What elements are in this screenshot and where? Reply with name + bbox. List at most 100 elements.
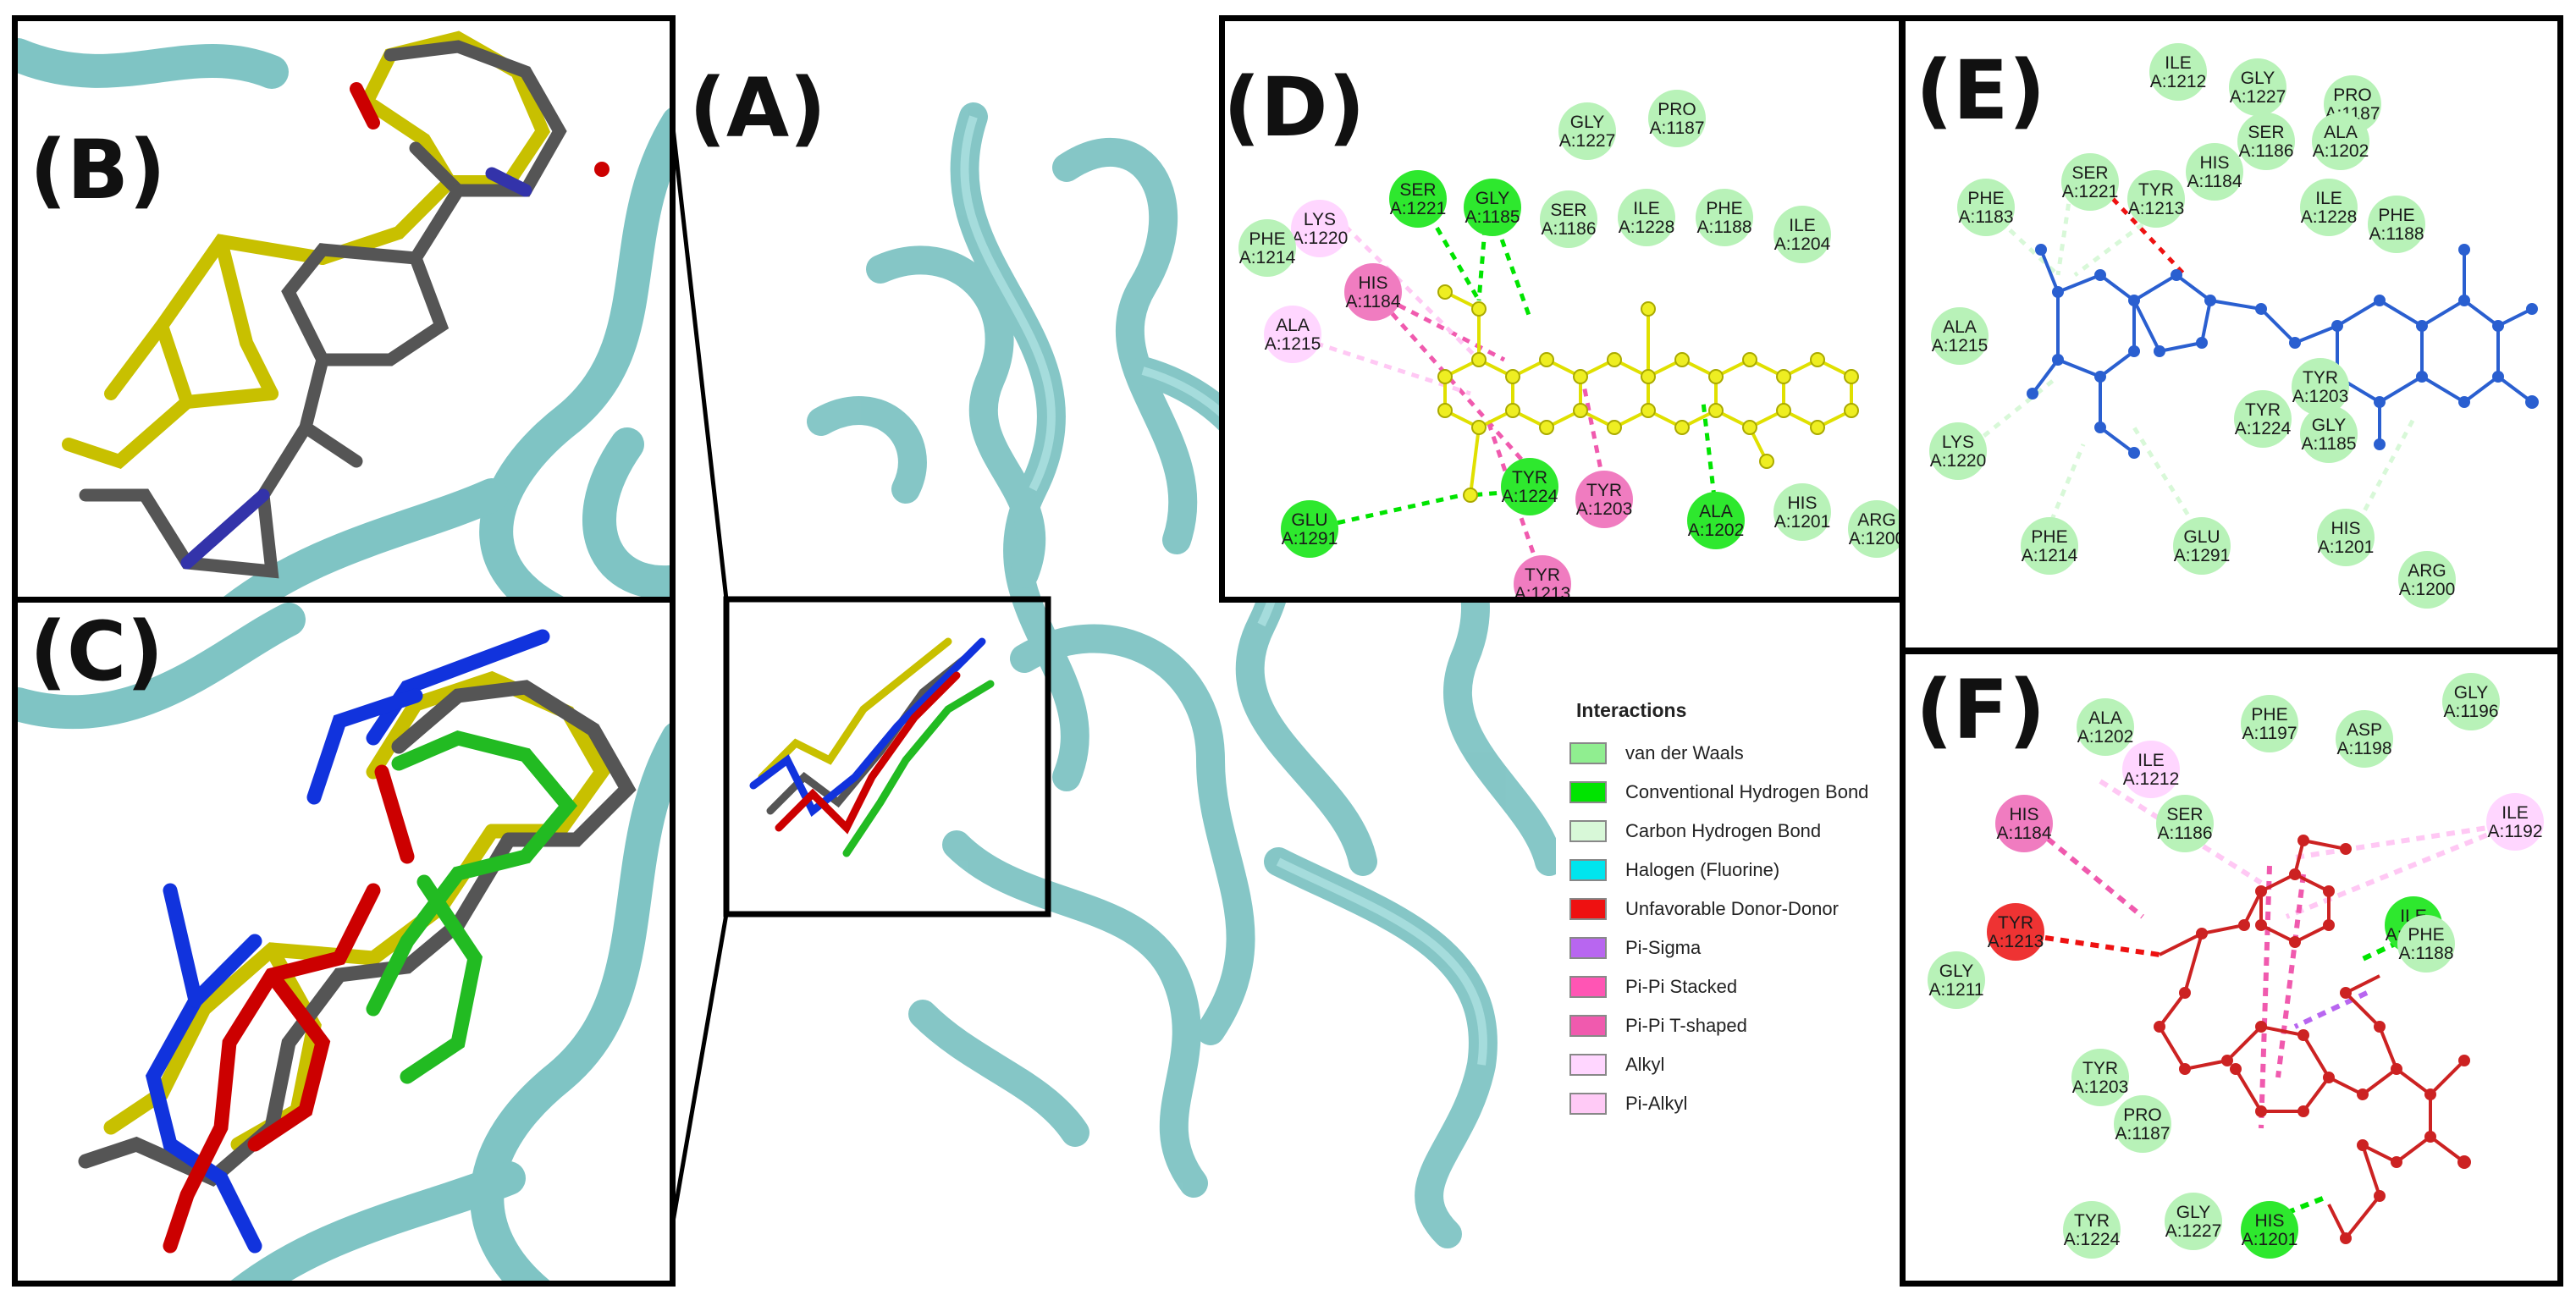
residue-his-1201 bbox=[1773, 483, 1831, 541]
residue-pro-1187 bbox=[1648, 90, 1706, 147]
residue-number: A:1198 bbox=[2337, 739, 2392, 758]
residue-name: ILE bbox=[2165, 53, 2192, 73]
residue-number: A:1188 bbox=[2369, 224, 2424, 244]
residue-name: ALA bbox=[2324, 123, 2358, 142]
panel-c-label: (C) bbox=[30, 604, 164, 699]
residue-ala-1215 bbox=[1264, 306, 1321, 363]
residue-name: HIS bbox=[2331, 519, 2360, 538]
residue-number: A:1184 bbox=[2187, 172, 2242, 191]
residue-name: SER bbox=[1550, 201, 1586, 220]
residue-asp-1198 bbox=[2336, 710, 2393, 768]
legend-swatch bbox=[1569, 937, 1607, 959]
residue-number: A:1183 bbox=[1959, 207, 2014, 227]
residue-name: GLY bbox=[2176, 1203, 2210, 1222]
legend-label: Pi-Alkyl bbox=[1625, 1093, 1688, 1114]
ligand-overlay-b bbox=[18, 30, 670, 597]
legend-swatch bbox=[1569, 1015, 1607, 1037]
residue-name: ILE bbox=[1789, 216, 1816, 235]
residue-name: ARG bbox=[2408, 561, 2446, 581]
legend-item: Pi-Pi T-shaped bbox=[1569, 1014, 1747, 1038]
residue-number: A:1184 bbox=[1997, 824, 2052, 843]
legend-swatch bbox=[1569, 1054, 1607, 1076]
residue-number: A:1215 bbox=[1932, 336, 1989, 355]
residue-tyr-1213 bbox=[2127, 170, 2185, 228]
residue-his-1201 bbox=[2241, 1201, 2298, 1259]
residue-number: A:1200 bbox=[2399, 580, 2456, 599]
legend-label: van der Waals bbox=[1625, 742, 1744, 763]
residue-number: A:1220 bbox=[1930, 451, 1987, 471]
residue-name: GLY bbox=[1570, 113, 1604, 132]
panel-a-protein-structure: (A) bbox=[669, 15, 1579, 1295]
residue-name: GLU bbox=[2183, 527, 2220, 547]
residue-ala-1202 bbox=[1687, 492, 1745, 549]
residue-name: TYR bbox=[2074, 1211, 2110, 1231]
residue-ile-1212 bbox=[2122, 741, 2180, 798]
legend-item: Conventional Hydrogen Bond bbox=[1569, 780, 1868, 804]
residue-phe-1214 bbox=[2021, 517, 2078, 575]
residue-number: A:1224 bbox=[1502, 487, 1558, 506]
legend-swatch bbox=[1569, 859, 1607, 881]
binding-site-zoom-box bbox=[723, 596, 1051, 918]
residue-gly-1227 bbox=[2165, 1193, 2222, 1250]
residue-ser-1221 bbox=[1389, 170, 1447, 228]
legend-title: Interactions bbox=[1576, 699, 1687, 721]
residue-name: TYR bbox=[2138, 180, 2174, 200]
residue-phe-1188 bbox=[1696, 189, 1753, 246]
residue-name: PHE bbox=[2251, 705, 2287, 725]
legend-label: Unfavorable Donor-Donor bbox=[1625, 898, 1839, 919]
residue-name: TYR bbox=[2303, 368, 2338, 388]
residue-number: A:1291 bbox=[1282, 529, 1338, 548]
ligand-f-atoms bbox=[2154, 835, 2471, 1244]
residue-number: A:1204 bbox=[1774, 234, 1831, 254]
residue-name: TYR bbox=[1586, 481, 1622, 500]
residue-number: A:1214 bbox=[1239, 248, 1296, 267]
legend-item: Halogen (Fluorine) bbox=[1569, 858, 1779, 882]
residue-his-1201 bbox=[2317, 509, 2375, 566]
residue-name: GLY bbox=[1939, 962, 1973, 981]
residue-tyr-1203 bbox=[2292, 358, 2349, 416]
residue-number: A:1215 bbox=[1265, 334, 1321, 354]
residue-tyr-1224 bbox=[2234, 390, 2292, 448]
panel-b-label: (B) bbox=[30, 123, 166, 218]
residue-glu-1291 bbox=[2173, 517, 2231, 575]
residue-phe-1188 bbox=[2368, 196, 2425, 253]
residue-number: A:1200 bbox=[1849, 529, 1905, 548]
residue-number: A:1212 bbox=[2150, 72, 2207, 91]
residue-lys-1220 bbox=[1929, 422, 1987, 480]
residue-number: A:1224 bbox=[2064, 1230, 2121, 1249]
residue-name: LYS bbox=[1942, 433, 1974, 452]
residue-name: ILE bbox=[2315, 189, 2342, 208]
residue-name: GLY bbox=[2454, 683, 2488, 703]
residue-number: A:1188 bbox=[2399, 944, 2454, 963]
legend-swatch bbox=[1569, 976, 1607, 998]
residue-glu-1291 bbox=[1281, 500, 1338, 558]
residue-name: TYR bbox=[2082, 1059, 2118, 1078]
residue-name: ALA bbox=[1699, 502, 1733, 521]
residue-name: PHE bbox=[1249, 229, 1285, 249]
residue-number: A:1224 bbox=[2235, 419, 2292, 438]
residue-name: ALA bbox=[2088, 708, 2122, 728]
panel-b-ligand-overlay: (B) bbox=[12, 15, 676, 603]
residue-number: A:1201 bbox=[2318, 537, 2375, 557]
residue-his-1184 bbox=[2186, 143, 2243, 201]
panel-f-label: (F) bbox=[1916, 663, 2046, 758]
legend-item: Carbon Hydrogen Bond bbox=[1569, 819, 1821, 843]
residue-number: A:1213 bbox=[1514, 584, 1571, 603]
ligand-d-skeleton bbox=[1443, 290, 1853, 496]
ligand-e-atoms bbox=[2027, 244, 2539, 459]
residue-name: TYR bbox=[1512, 468, 1547, 488]
residue-name: PHE bbox=[2031, 527, 2067, 547]
residue-ser-1186 bbox=[1540, 190, 1597, 248]
residue-name: SER bbox=[2166, 805, 2203, 824]
residue-number: A:1212 bbox=[2123, 769, 2180, 789]
residue-number: A:1186 bbox=[1542, 219, 1597, 239]
residue-gly-1185 bbox=[2300, 405, 2358, 463]
legend-item: van der Waals bbox=[1569, 741, 1744, 765]
residue-name: ARG bbox=[1857, 510, 1896, 530]
residue-number: A:1291 bbox=[2174, 546, 2231, 565]
residue-name: PRO bbox=[2123, 1105, 2162, 1125]
residue-name: LYS bbox=[1304, 210, 1336, 229]
